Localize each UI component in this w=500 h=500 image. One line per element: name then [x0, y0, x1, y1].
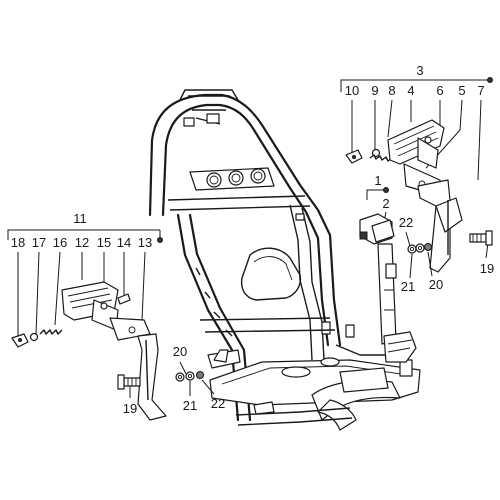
group-3-label: 3 — [416, 63, 423, 78]
callout-14: 14 — [117, 235, 131, 250]
callout-21-right: 21 — [401, 279, 415, 294]
group-3-right-footrest: 3 10 9 8 4 6 5 7 — [340, 63, 493, 273]
callout-5: 5 — [458, 83, 465, 98]
callout-18: 18 — [11, 235, 25, 250]
callout-4: 4 — [407, 83, 414, 98]
callout-20-right: 20 — [429, 277, 443, 292]
callout-16: 16 — [53, 235, 67, 250]
callout-8: 8 — [388, 83, 395, 98]
callout-22-right: 22 — [399, 215, 413, 230]
hardware-callouts: 22 21 20 19 20 21 22 19 — [117, 215, 494, 416]
callout-20-left: 20 — [173, 344, 187, 359]
callout-17: 17 — [32, 235, 46, 250]
callout-19-right: 19 — [480, 261, 494, 276]
group-1-center-bracket: 1 2 — [359, 173, 417, 363]
callout-10: 10 — [345, 83, 359, 98]
frame-chassis — [148, 89, 421, 431]
callout-21-left: 21 — [183, 398, 197, 413]
callout-6: 6 — [436, 83, 443, 98]
callout-22-left: 22 — [211, 396, 225, 411]
group-11-label: 11 — [73, 211, 87, 226]
callout-13: 13 — [138, 235, 152, 250]
callout-15: 15 — [97, 235, 111, 250]
group-1-label: 1 — [374, 173, 381, 188]
callout-19-left: 19 — [123, 401, 137, 416]
callout-7: 7 — [477, 83, 484, 98]
group-11-left-footrest: 11 18 17 16 12 15 14 13 — [7, 211, 167, 421]
callout-2: 2 — [382, 196, 389, 211]
callout-12: 12 — [75, 235, 89, 250]
callout-9: 9 — [371, 83, 378, 98]
